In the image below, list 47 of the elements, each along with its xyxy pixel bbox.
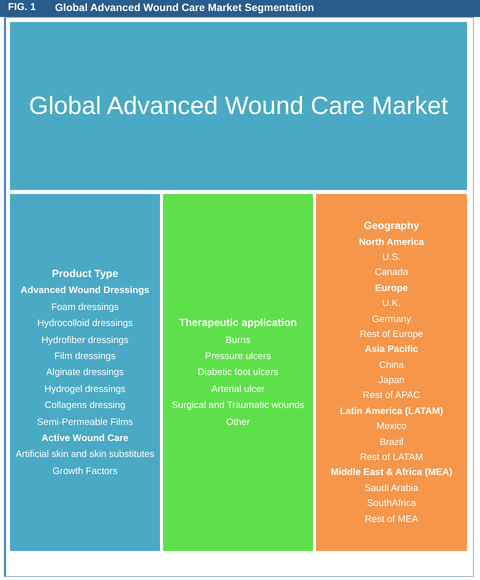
list-item: Rest of APAC bbox=[362, 390, 420, 402]
list-item: Collagens dressing bbox=[44, 400, 126, 412]
category-heading: Advanced Wound Dressings bbox=[20, 285, 150, 297]
column-heading: Product Type bbox=[52, 268, 118, 280]
figure-title: Global Advanced Wound Care Market Segmentation bbox=[55, 2, 314, 14]
list-item: Surgical and Traumatic wounds bbox=[172, 400, 304, 412]
list-item: Hydrocolloid dressings bbox=[37, 318, 133, 330]
column-heading: Therapeutic application bbox=[179, 317, 297, 330]
list-item: U.S. bbox=[382, 252, 401, 264]
list-item: Mexico bbox=[376, 421, 407, 433]
list-item: Film dressings bbox=[54, 351, 116, 362]
list-item: Saudi Arabia bbox=[364, 482, 418, 494]
list-item: Growth Factors bbox=[52, 466, 118, 478]
list-item: Brazil bbox=[380, 436, 404, 448]
list-item: Diabetic foot ulcers bbox=[198, 367, 278, 379]
list-item: Japan bbox=[378, 375, 404, 386]
category-heading: Asia Pacific bbox=[364, 344, 418, 356]
category-heading: North America bbox=[358, 236, 424, 248]
list-item: Semi-Permeable Films bbox=[36, 416, 134, 428]
list-item: Alginate dressings bbox=[46, 367, 124, 379]
list-item: Rest of Europe bbox=[360, 328, 424, 340]
list-item: Arterial ulcer bbox=[211, 384, 265, 396]
list-item: Hydrofiber dressings bbox=[41, 334, 129, 346]
list-item: Foam dressings bbox=[51, 302, 119, 314]
list-item: SouthAfrica bbox=[366, 498, 416, 510]
segment-column bbox=[316, 194, 467, 551]
category-heading: Latin America (LATAM) bbox=[340, 406, 444, 418]
list-item: Artificial skin and skin substitutes bbox=[16, 449, 154, 461]
category-heading: Europe bbox=[375, 282, 408, 294]
banner-title: Global Advanced Wound Care Market bbox=[28, 91, 448, 121]
segment-column bbox=[10, 194, 160, 551]
list-item: U.K. bbox=[382, 298, 401, 310]
list-item: Canada bbox=[374, 267, 408, 279]
category-heading: Active Wound Care bbox=[42, 432, 128, 444]
list-item: China bbox=[379, 360, 404, 372]
list-item: Rest of MEA bbox=[364, 514, 418, 525]
list-item: Germany bbox=[372, 314, 412, 325]
column-heading: Geography bbox=[364, 220, 420, 233]
list-item: Burns bbox=[226, 334, 250, 346]
segment-column bbox=[163, 194, 313, 551]
market-banner bbox=[10, 22, 467, 190]
list-item: Rest of LATAM bbox=[360, 452, 423, 464]
figure-number: FIG. 1 bbox=[8, 2, 36, 13]
list-item: Hydrogel dressings bbox=[44, 384, 126, 396]
list-item: Pressure ulcers bbox=[205, 351, 271, 362]
category-heading: Middle East & Africa (MEA) bbox=[330, 467, 452, 479]
list-item: Other bbox=[226, 416, 250, 428]
